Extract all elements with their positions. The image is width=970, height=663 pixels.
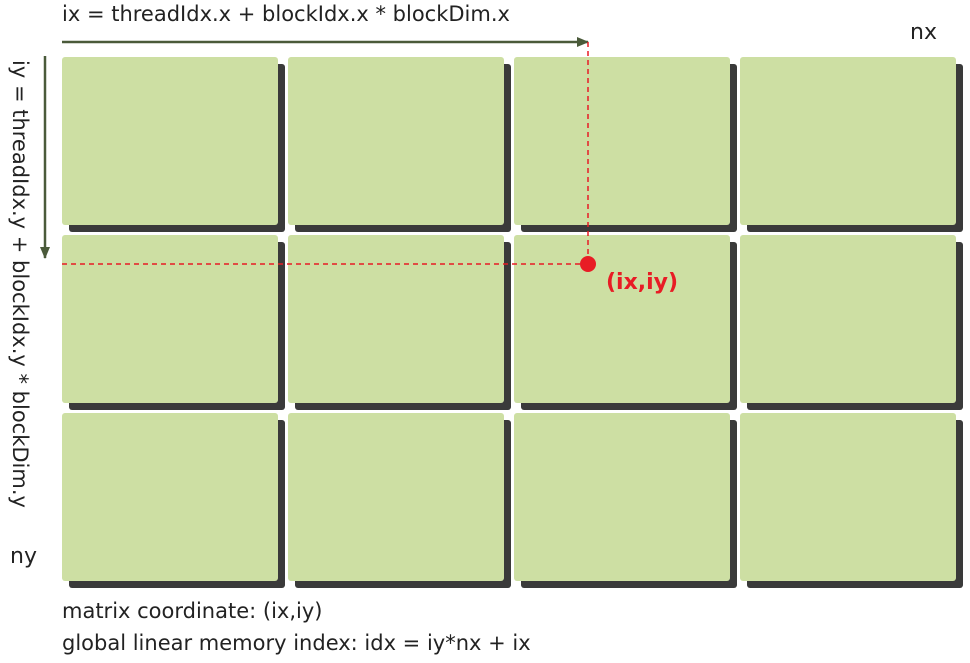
- nx-label: nx: [910, 20, 937, 45]
- caption-linear-index: global linear memory index: idx = iy*nx …: [62, 631, 531, 655]
- ny-label: ny: [10, 544, 37, 569]
- caption-matrix-coordinate: matrix coordinate: (ix,iy): [62, 599, 323, 623]
- thread-block: [514, 413, 730, 581]
- thread-block: [740, 413, 956, 581]
- thread-block: [740, 235, 956, 403]
- thread-block: [288, 57, 504, 225]
- ix-formula: ix = threadIdx.x + blockIdx.x * blockDim…: [62, 2, 510, 26]
- iy-formula: iy = threadIdx.y + blockIdx.y * blockDim…: [8, 60, 32, 508]
- thread-point: [580, 256, 596, 272]
- thread-block: [62, 57, 278, 225]
- thread-block: [514, 57, 730, 225]
- block-grid: [62, 57, 963, 588]
- thread-block: [62, 235, 278, 403]
- thread-block: [288, 413, 504, 581]
- thread-block: [288, 235, 504, 403]
- thread-block: [62, 413, 278, 581]
- thread-block: [740, 57, 956, 225]
- thread-block: [514, 235, 730, 403]
- point-label: (ix,iy): [606, 270, 679, 295]
